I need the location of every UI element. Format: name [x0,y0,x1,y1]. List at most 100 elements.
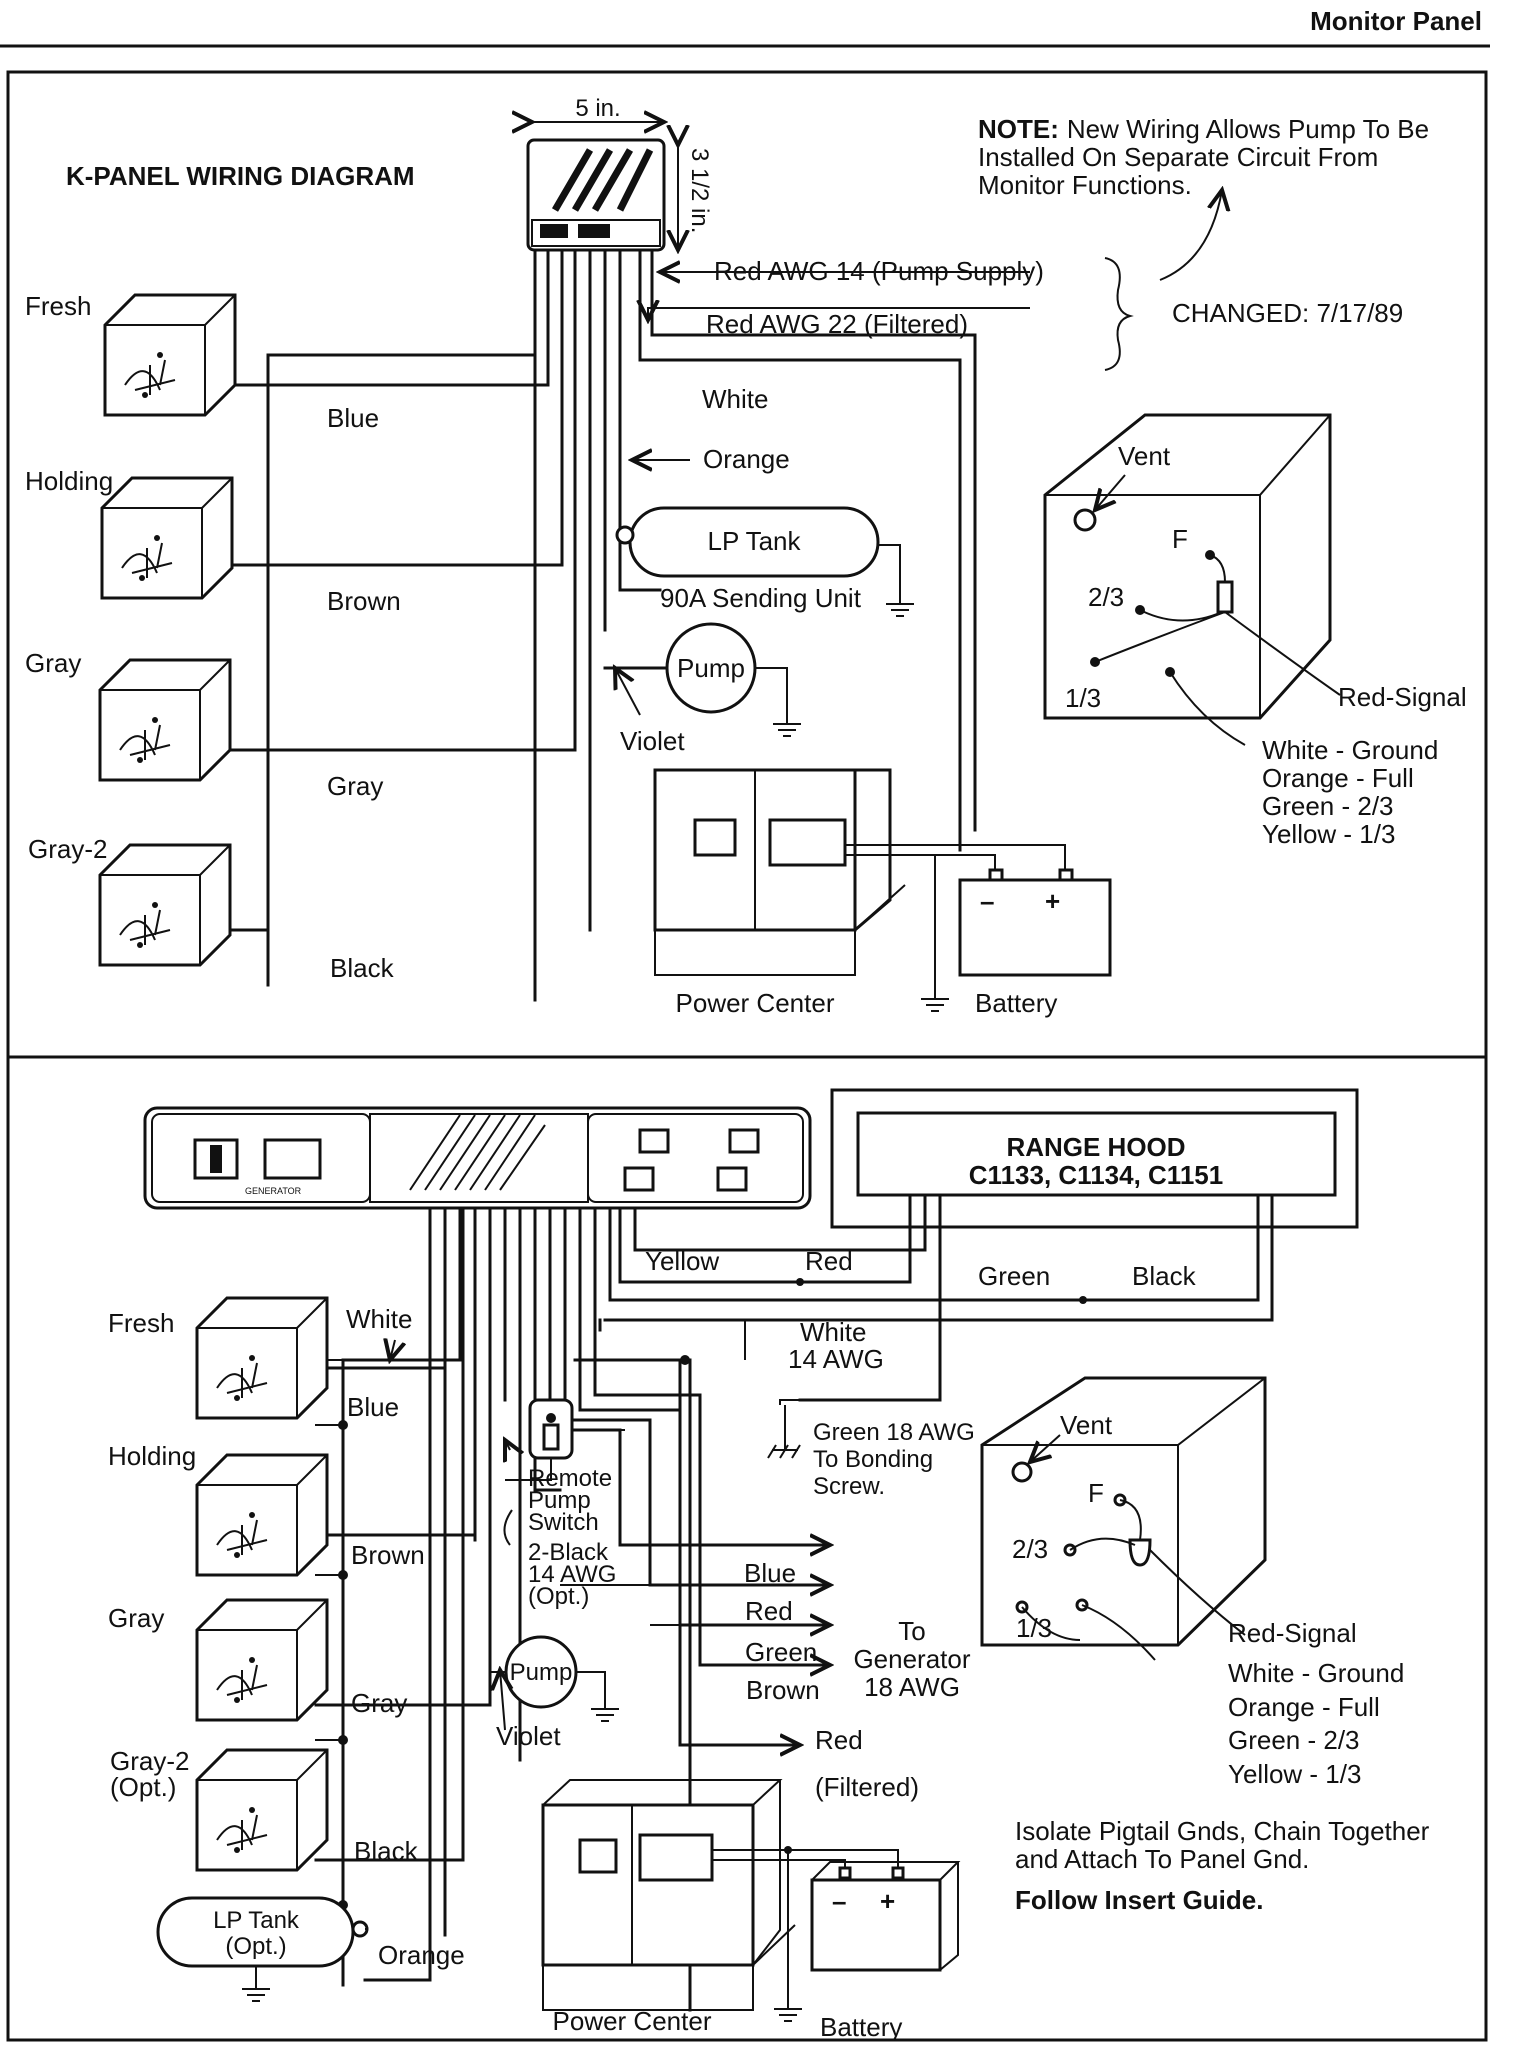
detail-b-f: F [1088,1478,1104,1508]
power-center-bottom: Power Center [541,1779,899,2036]
detail-f: F [1172,524,1188,554]
tank-detail-top: Vent F 2/3 1/3 Red-Signal White - Ground… [1043,413,1467,849]
remote-switch-3: Switch [528,1509,599,1536]
pump-bottom-label: Pump [510,1659,573,1686]
battery-top: – + Battery [958,868,1112,1018]
wire-brown-bottom: Brown [351,1540,425,1570]
legend-green: Green - 2/3 [1262,791,1394,821]
green-18-label-3: Screw. [813,1473,885,1500]
sending-unit-label: 90A Sending Unit [660,583,862,613]
wire-white-bottom: White [346,1304,412,1334]
legend-yellow: Yellow - 1/3 [1262,819,1395,849]
to-generator-1: To [898,1616,925,1646]
detail-red-signal: Red-Signal [1338,682,1467,712]
tank-fresh: Fresh [25,291,237,417]
black-awg-3: (Opt.) [528,1583,589,1610]
white-14-label-1: White [800,1317,866,1347]
k-panel: 5 in. 3 1/2 in. [528,95,713,250]
wire-violet: Violet [620,726,685,756]
power-center-bottom-label: Power Center [553,2006,712,2036]
pump-top: Pump Violet [603,622,802,756]
tank-detail-bottom: Vent F 2/3 1/3 Red-Signal White - Ground… [980,1376,1404,1789]
panel-generator-text: GENERATOR [245,1186,302,1196]
wire-orange-bottom: Orange [378,1940,465,1970]
lp-tank: LP Tank 90A Sending Unit [615,506,915,617]
tank-gray-2: Gray-2 [28,834,232,967]
range-hood-models: C1133, C1134, C1151 [969,1160,1223,1190]
note-line-3: Monitor Functions. [978,170,1192,200]
battery-label: Battery [975,988,1057,1018]
pump-bottom: Pump Violet [490,1635,620,1751]
wire-gray: Gray [327,771,383,801]
wire-black-bottom: Black [354,1836,419,1866]
power-center-top: Power Center [653,768,1066,1018]
lp-tank-bottom: LP Tank (Opt.) Orange [156,1896,465,2002]
isolate-note-1: Isolate Pigtail Gnds, Chain Together [1015,1816,1430,1846]
gen-wire-green: Green [745,1637,817,1667]
green-18-label-1: Green 18 AWG [813,1419,975,1446]
note-line-1: NOTE:New Wiring Allows Pump To Be [978,114,1429,144]
gen-wire-brown: Brown [746,1675,820,1705]
remote-switch-2: Pump [528,1487,591,1514]
green-18-label-2: To Bonding [813,1446,933,1473]
wire-blue-bottom: Blue [347,1392,399,1422]
lp-tank-bottom-2: (Opt.) [225,1933,286,1960]
range-hood: RANGE HOOD C1133, C1134, C1151 Yellow Re… [603,1088,1359,1402]
black-awg-1: 2-Black [528,1539,609,1566]
wire-black-hood: Black [1132,1261,1197,1291]
wire-white: White [702,384,768,414]
red-awg14-label: Red AWG 14 (Pump Supply) [714,256,1044,286]
red-filtered-1: Red [815,1725,863,1755]
gen-wire-red: Red [745,1596,793,1626]
tank-gray: Gray [25,648,232,782]
detail-b-red-signal: Red-Signal [1228,1618,1357,1648]
monitor-panel-bottom: GENERATOR [143,1106,812,1210]
red-filtered-2: (Filtered) [815,1772,919,1802]
detail-b-vent: Vent [1060,1410,1113,1440]
wire-black: Black [330,953,395,983]
lp-tank-label: LP Tank [707,526,801,556]
tank-holding-bottom-label: Holding [108,1441,196,1471]
battery-bottom: – + Battery [810,1861,961,2042]
svg-text:+: + [880,1886,895,1916]
changed-date: CHANGED: 7/17/89 [1172,298,1403,328]
white-14-label-2: 14 AWG [788,1344,884,1374]
detail-one-third: 1/3 [1065,683,1101,713]
tank-fresh-bottom-label: Fresh [108,1308,174,1338]
gen-wire-blue: Blue [744,1558,796,1588]
tank-fresh-label: Fresh [25,291,91,321]
red-awg22-label: Red AWG 22 (Filtered) [706,309,968,339]
tank-gray-label: Gray [25,648,81,678]
wire-blue: Blue [327,403,379,433]
tank-holding: Holding [25,466,234,600]
to-generator: Blue Red Green Brown To Generator 18 AWG… [560,1545,971,1802]
legend-orange: Orange - Full [1262,763,1414,793]
svg-text:+: + [1045,886,1060,916]
detail-vent: Vent [1118,441,1171,471]
note-line-2: Installed On Separate Circuit From [978,142,1378,172]
battery-bottom-label: Battery [820,2012,902,2042]
detail-b-two-thirds: 2/3 [1012,1534,1048,1564]
isolate-note-2: and Attach To Panel Gnd. [1015,1844,1309,1874]
legend-b-green: Green - 2/3 [1228,1725,1360,1755]
tank-gray-2-bottom: Gray-2 (Opt.) [110,1746,329,1872]
remote-pump-switch: Remote Pump Switch 2-Black 14 AWG (Opt.) [504,1398,625,1610]
wire-gray-bottom: Gray [351,1688,407,1718]
detail-two-thirds: 2/3 [1088,582,1124,612]
tank-gray-bottom: Gray [108,1598,329,1722]
range-hood-title: RANGE HOOD [1006,1132,1185,1162]
remote-switch-1: Remote [528,1465,612,1492]
k-panel-title: K-PANEL WIRING DIAGRAM [66,161,415,191]
legend-b-white: White - Ground [1228,1658,1404,1688]
tank-gray-bottom-label: Gray [108,1603,164,1633]
bottom-section: GENERATOR RANGE HOOD C1133, C1134, C1151… [108,1088,1430,2042]
black-awg-2: 14 AWG [528,1561,616,1588]
page-title: Monitor Panel [1310,6,1482,36]
svg-text:–: – [832,1886,846,1916]
to-generator-3: 18 AWG [864,1672,960,1702]
tank-gray-2-bottom-label-2: (Opt.) [110,1772,176,1802]
top-section: K-PANEL WIRING DIAGRAM 5 in. 3 1/2 in. N… [25,95,1467,1018]
power-center-label: Power Center [676,988,835,1018]
wire-yellow: Yellow [645,1246,719,1276]
